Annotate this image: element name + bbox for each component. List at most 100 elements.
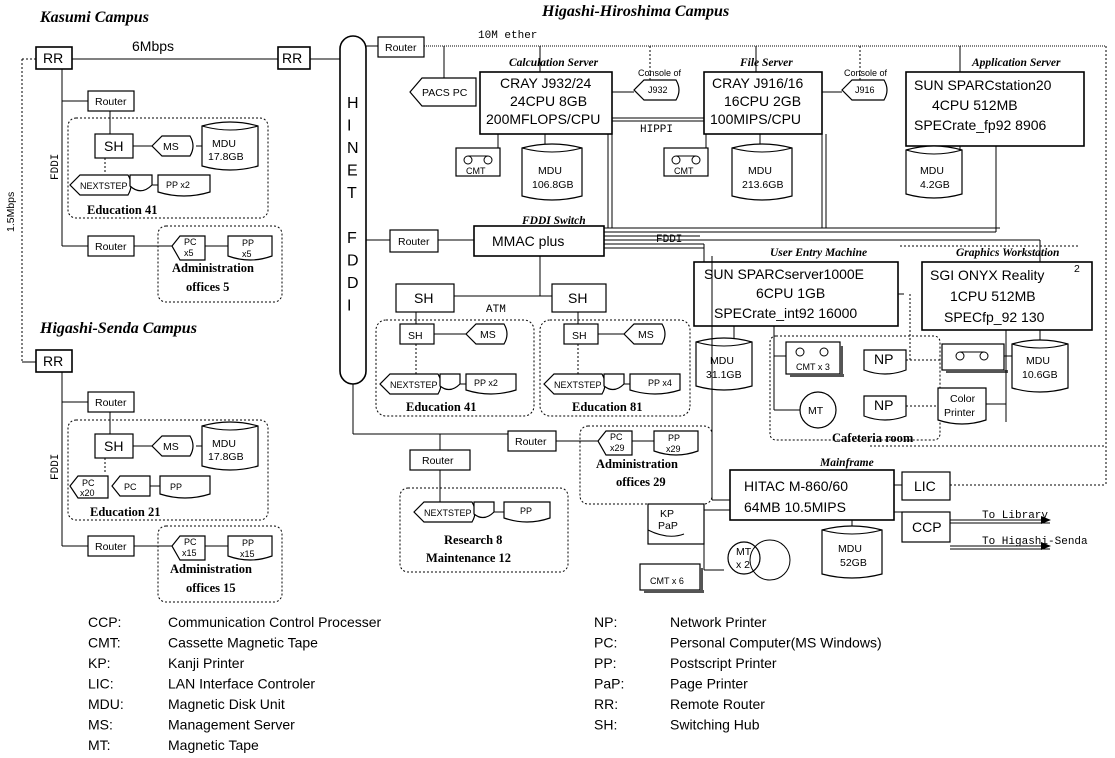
hh-edu81-ms xyxy=(623,323,666,345)
app-server-title: Application Server xyxy=(971,57,1061,69)
hh-admin-pp-count: x29 xyxy=(666,444,681,454)
hh-admin-pp-label: PP xyxy=(668,433,680,443)
calc-server-title: Calculation Server xyxy=(509,57,599,69)
gfx-l2: 1CPU 512MB xyxy=(950,288,1036,304)
senda-router-1-label: Router xyxy=(95,397,127,409)
hh-router-ether-label: Router xyxy=(385,42,417,54)
legend-left-item-text: Communication Control Processer xyxy=(168,614,382,630)
main-mt-count: x 2 xyxy=(736,559,750,571)
ten-m-ether-label: 10M ether xyxy=(478,30,537,42)
gfx-cmt xyxy=(941,343,1005,371)
legend-left-item-abbr: MDU: xyxy=(88,696,124,712)
file-cmt-label: CMT xyxy=(674,166,694,176)
hh-edu41-ms-label: MS xyxy=(480,329,496,341)
hh-admin-1: Administration xyxy=(596,457,678,471)
gfx-mdu-size: 10.6GB xyxy=(1022,369,1058,381)
user-mdu-size: 31.1GB xyxy=(706,369,742,381)
hh-research: Research 8 xyxy=(444,533,502,547)
atm-label: ATM xyxy=(486,304,506,316)
hinet-letter: D xyxy=(347,275,359,292)
hh-router-ether xyxy=(377,36,425,58)
console-j932 xyxy=(633,79,680,101)
console-j932-name: J932 xyxy=(648,85,668,95)
kp-pap xyxy=(647,503,705,545)
hinet-letter: D xyxy=(347,253,359,270)
fddi-switch-title: FDDI Switch xyxy=(521,215,586,227)
senda-mdu-label: MDU xyxy=(212,438,236,450)
legend-right-item-abbr: RR: xyxy=(594,696,618,712)
senda-pc-label: PC xyxy=(82,478,95,488)
np-1 xyxy=(863,349,907,375)
kasumi-mdu xyxy=(201,121,259,171)
hh-edu41-pp xyxy=(465,373,517,395)
np-1-label: NP xyxy=(874,351,893,367)
user-entry-title: User Entry Machine xyxy=(770,247,867,259)
kasumi-pp xyxy=(157,174,211,197)
legend-left-item-abbr: CCP: xyxy=(88,614,121,630)
lic-label: LIC xyxy=(914,478,936,494)
kasumi-sh xyxy=(94,133,134,159)
link-6mbps: 6Mbps xyxy=(132,38,174,54)
mainframe-l2: 64MB 10.5MIPS xyxy=(744,499,846,515)
legend-left-item-abbr: MT: xyxy=(88,737,111,753)
mainframe-l1: HITAC M-860/60 xyxy=(744,478,848,494)
np-2-label: NP xyxy=(874,397,893,413)
hinet-letter: F xyxy=(347,230,357,247)
hh-edu41-pp-count: PP x2 xyxy=(474,378,498,388)
kp-label: KP xyxy=(660,508,674,520)
kasumi-router-1 xyxy=(87,90,135,112)
legend-left-item-text: LAN Interface Controler xyxy=(168,676,315,692)
kasumi-nextstep-label: NEXTSTEP xyxy=(80,181,128,191)
lic xyxy=(901,471,951,501)
user-cmt-label: CMT x 3 xyxy=(796,362,830,372)
kasumi-router-1-label: Router xyxy=(95,96,127,108)
senda-mdu xyxy=(201,421,259,471)
ccp xyxy=(901,511,951,543)
pacs-pc xyxy=(409,77,477,107)
ccp-label: CCP xyxy=(912,519,942,535)
hinet-letter: T xyxy=(347,185,357,202)
kasumi-campus-title: Kasumi Campus xyxy=(39,9,149,26)
legend-left-item-text: Kanji Printer xyxy=(168,655,245,671)
legend-left-item-text: Management Server xyxy=(168,717,295,733)
hh-edu81-sh-label: SH xyxy=(572,330,587,342)
mainframe-title: Mainframe xyxy=(819,457,874,469)
hh-sh-1-label: SH xyxy=(414,290,433,306)
hh-edu81-nextstep-label: NEXTSTEP xyxy=(554,380,602,390)
legend-left-item-text: Cassette Magnetic Tape xyxy=(168,635,318,651)
to-higashi-senda-label: To Higashi-Senda xyxy=(982,536,1088,548)
hinet-fddi-ring xyxy=(339,35,367,385)
kasumi-ms xyxy=(151,135,194,157)
legend-left-item-abbr: CMT: xyxy=(88,635,121,651)
senda-mdu-size: 17.8GB xyxy=(208,451,244,463)
calc-mdu xyxy=(521,143,583,201)
legend-right-item-text: Remote Router xyxy=(670,696,765,712)
user-mt xyxy=(799,391,837,429)
senda-admin-2: offices 15 xyxy=(186,581,236,595)
file-server-title: File Server xyxy=(739,57,793,69)
higashi-senda-campus-title: Higashi-Senda Campus xyxy=(39,320,197,337)
app-server-l2: 4CPU 512MB xyxy=(932,97,1018,113)
senda-pp-admin-label: PP xyxy=(242,538,254,548)
legend-right-item-text: Page Printer xyxy=(670,676,748,692)
kasumi-admin-1: Administration xyxy=(172,261,254,275)
main-mt-label: MT xyxy=(736,546,752,558)
legend-left-item-text: Magnetic Tape xyxy=(168,737,259,753)
hippi-label: HIPPI xyxy=(640,124,673,136)
pap-label: PaP xyxy=(658,520,678,532)
hh-research-pp-label: PP xyxy=(520,506,532,516)
app-server xyxy=(905,71,1085,147)
legend-right-item-abbr: NP: xyxy=(594,614,617,630)
hh-router-mmac-label: Router xyxy=(398,236,430,248)
color-printer-label-1: Color xyxy=(950,393,976,405)
kasumi-router-2-label: Router xyxy=(95,241,127,253)
kasumi-ms-label: MS xyxy=(163,141,179,153)
hinet-letter: N xyxy=(347,140,359,157)
gfx-mdu-label: MDU xyxy=(1026,355,1050,367)
hh-edu81-pp-count: PP x4 xyxy=(648,378,672,388)
main-mdu-label: MDU xyxy=(838,543,862,555)
hh-research-nextstep-label: NEXTSTEP xyxy=(424,508,472,518)
calc-server-l3: 200MFLOPS/CPU xyxy=(486,111,600,127)
